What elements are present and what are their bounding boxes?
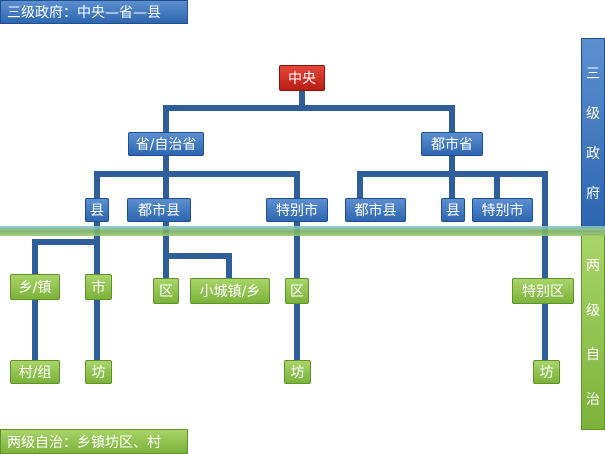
side-char: 级 (586, 302, 600, 319)
side-char: 级 (586, 106, 600, 122)
node-special-district: 特别区 (512, 278, 574, 304)
side-char: 府 (586, 186, 600, 202)
node-village: 村/组 (10, 360, 60, 384)
top-banner: 三级政府：中央—省—县 (0, 0, 188, 24)
node-county: 县 (85, 198, 109, 222)
node-special-city: 特别市 (472, 198, 533, 222)
node-county: 县 (441, 198, 465, 222)
side-char: 两 (586, 258, 600, 275)
side-char: 治 (586, 391, 600, 408)
side-char: 自 (586, 347, 600, 364)
node-metro-county: 都市县 (345, 198, 406, 222)
node-district: 区 (153, 278, 179, 304)
node-special-city: 特别市 (266, 198, 328, 222)
node-fang: 坊 (533, 360, 560, 384)
node-city: 市 (85, 274, 112, 300)
node-township: 乡/镇 (10, 274, 60, 300)
node-central: 中央 (279, 65, 325, 91)
node-district: 区 (285, 278, 309, 304)
side-char: 三 (586, 66, 600, 82)
node-metro-county: 都市县 (127, 198, 191, 222)
node-province: 省/自治省 (128, 132, 204, 156)
node-small-town: 小城镇/乡 (190, 278, 270, 304)
government-autonomy-divider (0, 226, 605, 236)
node-fang: 坊 (85, 360, 112, 384)
bottom-banner: 两级自治：乡镇坊区、村 (0, 429, 188, 454)
side-char: 政 (586, 146, 600, 162)
side-label-autonomy: 两 级 自 治 (581, 234, 605, 430)
side-label-government: 三 级 政 府 (581, 38, 605, 228)
node-fang: 坊 (284, 360, 311, 384)
node-metro-province: 都市省 (421, 132, 483, 156)
